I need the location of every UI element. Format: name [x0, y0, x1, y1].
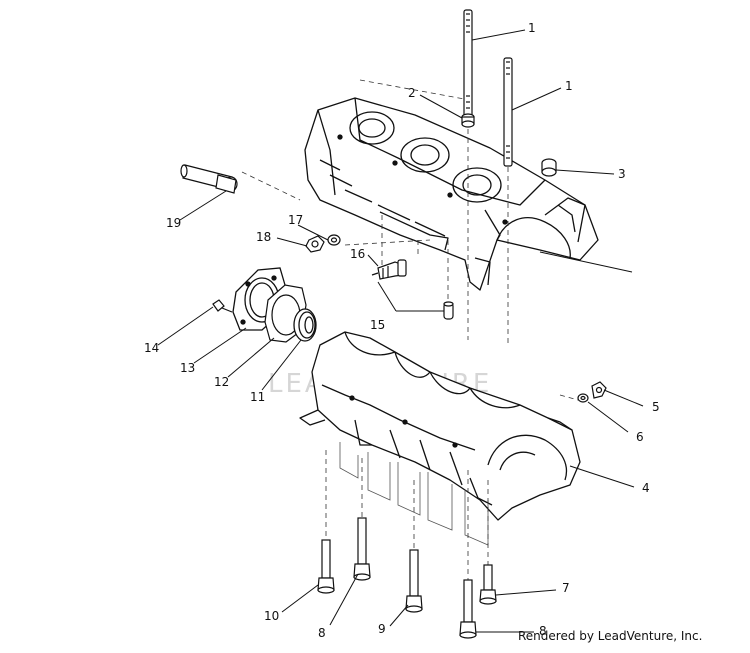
- callout-4-crankcase: 4: [642, 481, 650, 495]
- stud-nut: [461, 113, 475, 128]
- dowel-pin: [443, 301, 454, 320]
- callout-5-nut: 5: [652, 400, 660, 414]
- case-nut: [591, 381, 607, 399]
- callout-leader-lines: [157, 29, 644, 633]
- callout-1-right-stud: 1: [565, 79, 573, 93]
- bolt-boss-outlines: [339, 442, 489, 546]
- callout-12-gasket: 12: [214, 375, 229, 389]
- callout-2-nut: 2: [408, 86, 416, 100]
- alignment-lines: [241, 79, 579, 580]
- crankshaft-oil-seal: [293, 308, 317, 342]
- temperature-sensor: [371, 259, 407, 280]
- crankcase-studs: [463, 9, 513, 167]
- callout-8-bolt-right: 8: [539, 624, 547, 638]
- callout-1-left-stud: 1: [528, 21, 536, 35]
- callout-13-retainer: 13: [180, 361, 195, 375]
- breather-tube: [180, 164, 238, 194]
- callout-9-bolt: 9: [378, 622, 386, 636]
- render-credit: Rendered by LeadVenture, Inc.: [518, 629, 703, 643]
- callout-18-plug: 18: [256, 230, 271, 244]
- callout-16-sensor: 16: [350, 247, 365, 261]
- callout-labels: 1 1 2 3 19 17 18 16 15 14 13 12 11 5 6 4…: [144, 21, 660, 640]
- callout-10-bolt: 10: [264, 609, 279, 623]
- callout-15-dowel: 15: [370, 318, 385, 332]
- lower-crankcase-half: [299, 331, 581, 521]
- crankcase-plug: [541, 158, 557, 177]
- drain-plug: [305, 235, 325, 253]
- callout-17-washer: 17: [288, 213, 303, 227]
- callout-11-seal: 11: [250, 390, 265, 404]
- case-washer: [577, 393, 589, 403]
- callout-3-plug: 3: [618, 167, 626, 181]
- callout-6-washer: 6: [636, 430, 644, 444]
- callout-19-tube: 19: [166, 216, 181, 230]
- crankcase-bolts: [317, 517, 497, 639]
- callout-14-screw: 14: [144, 341, 159, 355]
- callout-8-bolt-left: 8: [318, 626, 326, 640]
- upper-crankcase-half: [304, 97, 599, 291]
- callout-7-bolt: 7: [562, 581, 570, 595]
- sealing-washer: [327, 234, 341, 246]
- retainer-screw: [212, 299, 233, 313]
